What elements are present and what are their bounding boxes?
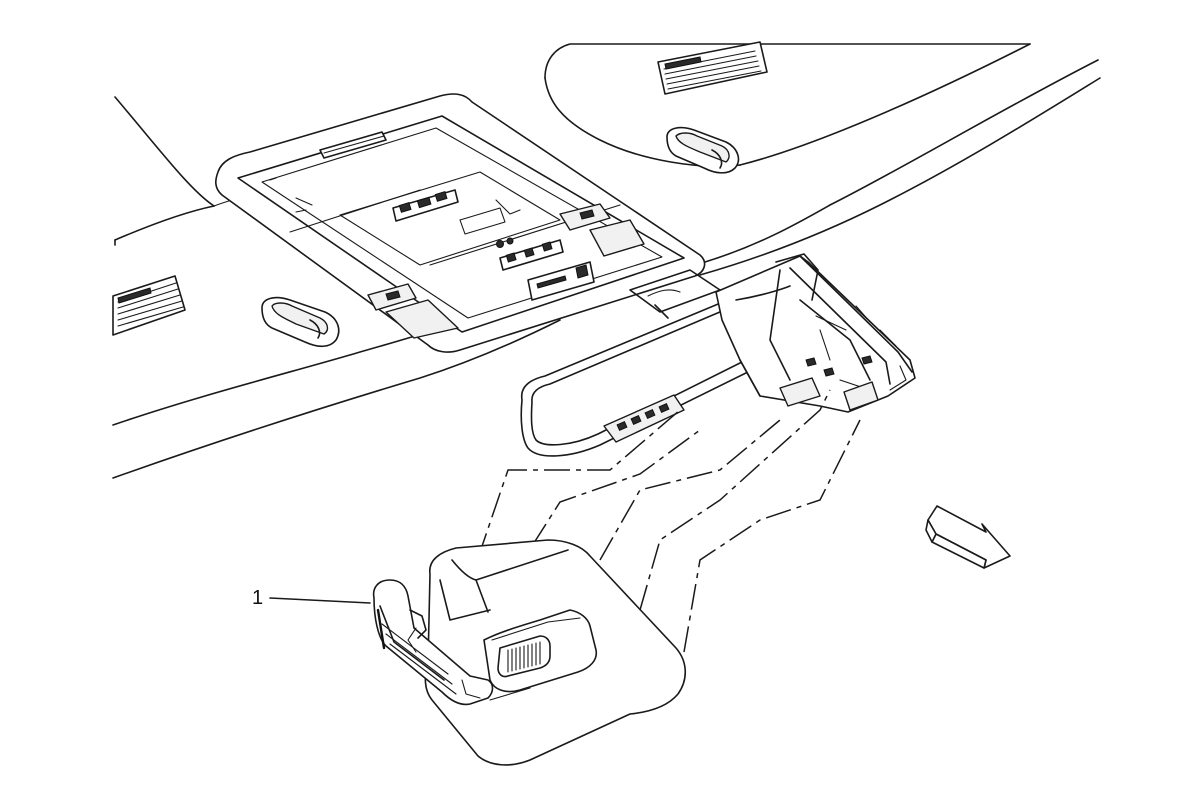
headliner xyxy=(112,43,1101,479)
warning-label-left xyxy=(112,275,186,336)
warning-label-right xyxy=(657,41,768,95)
visor-clip-right xyxy=(666,126,740,174)
mirror-mount-bracket xyxy=(715,253,916,413)
visor-clip-left xyxy=(261,296,340,348)
cover-clip xyxy=(372,579,494,706)
mirror-cover xyxy=(424,539,687,766)
overhead-console xyxy=(215,93,706,353)
direction-arrow-icon xyxy=(925,505,1011,569)
assembly-lines xyxy=(477,389,861,653)
callout-1-leader xyxy=(269,597,371,604)
callout-1-label: 1 xyxy=(252,587,263,609)
callout-1: 1 xyxy=(252,587,371,609)
